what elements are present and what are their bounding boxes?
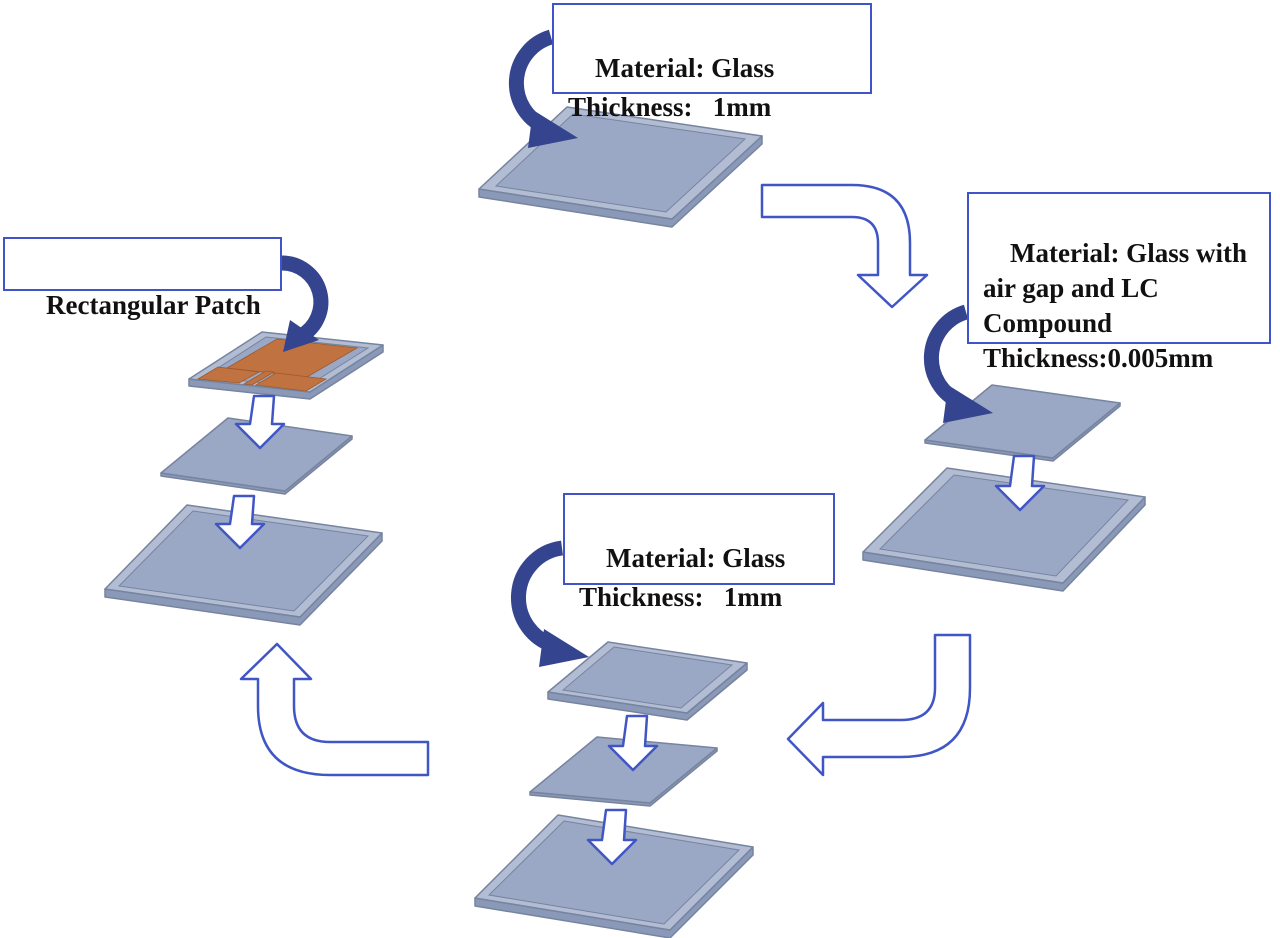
pointer-arrowhead (283, 320, 319, 352)
patch-assembly (104, 331, 384, 626)
plate-floor-face (117, 510, 370, 612)
copper-feed-right (254, 372, 328, 392)
flow-arrow-bottom-right (786, 633, 972, 777)
plate-floor-face (487, 820, 741, 925)
sheet-top-face (529, 736, 718, 804)
plate-floor-face (561, 646, 734, 709)
lc-assembly (862, 384, 1146, 592)
center-glass-sheet (529, 736, 718, 807)
lc-base-tray (862, 467, 1146, 592)
down-arrow-lc (994, 454, 1046, 512)
pointer-arc (280, 255, 329, 343)
down-arrow-center-1 (607, 714, 659, 772)
down-arrow-center-2 (586, 808, 638, 866)
pointer-arrowhead (528, 110, 578, 148)
center-base-tray (474, 814, 754, 938)
pointer-arrow-patch-label (280, 255, 329, 352)
patch-plate (188, 331, 384, 400)
copper-feed-line (242, 370, 276, 386)
pointer-arc (923, 304, 969, 409)
label-top-glass: Material: Glass Thickness: 1mm (552, 3, 872, 122)
pointer-arrow-top-label (508, 29, 578, 148)
down-arrow-left-1 (234, 394, 286, 450)
label-lc-layer: Material: Glass with air gap and LC Comp… (967, 192, 1271, 373)
bottom-glass-assembly (474, 641, 754, 938)
flow-arrow-top-right (760, 183, 929, 309)
label-lc-layer-text: Material: Glass with air gap and LC Comp… (983, 238, 1247, 374)
label-top-glass-text: Material: Glass Thickness: 1mm (568, 53, 775, 123)
pointer-arc (511, 540, 564, 654)
label-rectangular-patch: Rectangular Patch (3, 237, 282, 320)
label-rectangular-patch-text: Rectangular Patch (46, 290, 261, 321)
plate-floor-face (878, 474, 1130, 577)
left-base-tray (104, 504, 383, 626)
pointer-arrow-lc-label (923, 304, 993, 423)
pointer-arrowhead (943, 385, 993, 423)
label-bottom-glass-text: Material: Glass Thickness: 1mm (579, 543, 786, 613)
sheet-top-face (160, 417, 353, 492)
glass-plate-center (547, 641, 748, 721)
pointer-arrowhead (539, 629, 589, 667)
pointer-arrow-center-label (511, 540, 589, 667)
pointer-arc (508, 29, 554, 134)
flow-arrow-left (239, 642, 430, 777)
down-arrow-left-2 (214, 494, 266, 550)
left-glass-sheet (160, 417, 353, 495)
copper-feed-left (196, 366, 261, 384)
label-bottom-glass: Material: Glass Thickness: 1mm (563, 493, 835, 612)
